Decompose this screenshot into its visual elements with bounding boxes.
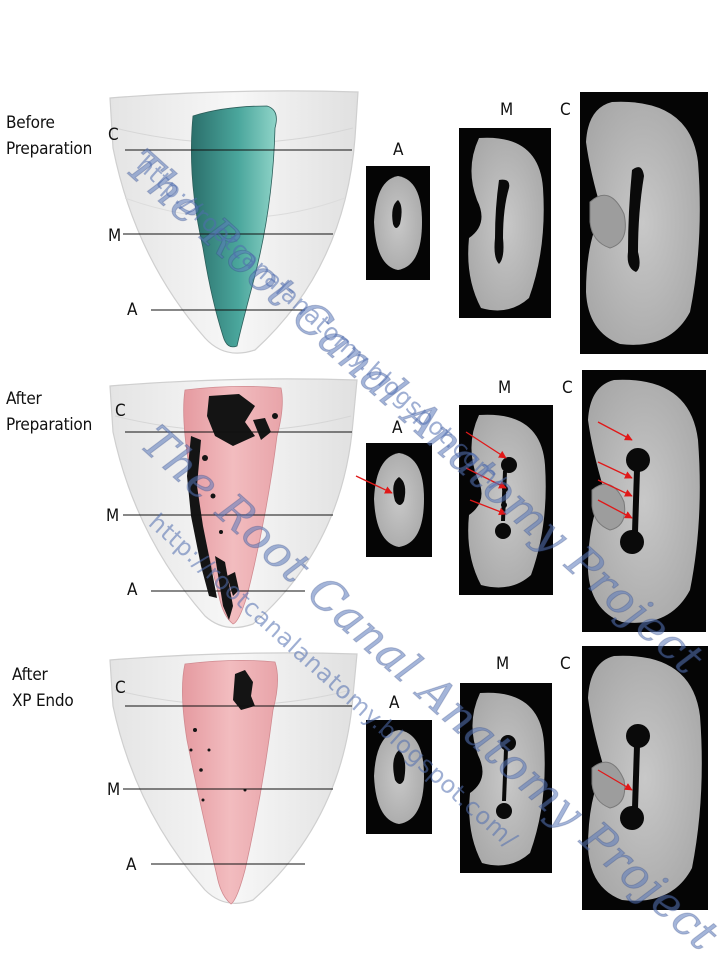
ct-slice-coronal-after-prep bbox=[582, 370, 706, 632]
row-title-after-prep: After Preparation bbox=[6, 386, 92, 438]
slice-label-a: A bbox=[393, 140, 404, 160]
level-label-c: C bbox=[115, 401, 126, 421]
unprepared-areas bbox=[189, 670, 255, 802]
arrow-icon bbox=[465, 431, 507, 459]
arrow-icon bbox=[597, 461, 633, 479]
slice-label-c: C bbox=[560, 100, 571, 120]
level-label-a: A bbox=[126, 855, 137, 875]
level-label-c: C bbox=[108, 125, 119, 145]
arrow-icon bbox=[597, 769, 633, 791]
arrow-icon bbox=[597, 499, 633, 519]
slice-label-m: M bbox=[496, 654, 509, 674]
root-canal-teal bbox=[190, 105, 277, 348]
row-title-line1: After bbox=[6, 389, 42, 409]
arrow-icon bbox=[465, 467, 507, 489]
arrow-icon bbox=[355, 475, 393, 494]
tooth-3d-after-xp bbox=[109, 652, 358, 905]
row-title-before: Before Preparation bbox=[6, 110, 92, 162]
level-label-m: M bbox=[107, 780, 120, 800]
ct-slice-apical-after-xp bbox=[366, 720, 432, 834]
ct-slice-middle-after-prep bbox=[459, 405, 553, 595]
slice-label-c: C bbox=[560, 654, 571, 674]
slice-label-c: C bbox=[562, 378, 573, 398]
level-label-m: M bbox=[106, 506, 119, 526]
slice-label-m: M bbox=[498, 378, 511, 398]
slice-label-a: A bbox=[392, 418, 403, 438]
ct-slice-apical-before bbox=[366, 166, 430, 280]
ct-slice-middle-after-xp bbox=[460, 683, 552, 873]
level-label-a: A bbox=[127, 580, 138, 600]
row-title-after-xp: After XP Endo bbox=[12, 662, 74, 714]
arrow-icon bbox=[597, 479, 633, 497]
root-canal-pink bbox=[182, 660, 278, 905]
row-title-line2: Preparation bbox=[6, 139, 93, 159]
ct-slice-apical-after-prep bbox=[366, 443, 432, 557]
row-title-line1: After bbox=[12, 665, 48, 685]
level-label-c: C bbox=[115, 678, 126, 698]
ct-slice-coronal-after-xp bbox=[582, 646, 708, 910]
level-label-a: A bbox=[127, 300, 138, 320]
ct-slice-coronal-before bbox=[580, 92, 708, 354]
unprepared-areas bbox=[187, 394, 278, 620]
tooth-3d-after-prep bbox=[109, 378, 358, 629]
slice-label-m: M bbox=[500, 100, 513, 120]
arrow-icon bbox=[469, 499, 507, 516]
ct-slice-middle-before bbox=[459, 128, 551, 318]
row-title-line2: XP Endo bbox=[12, 691, 74, 711]
slice-label-a: A bbox=[389, 693, 400, 713]
tooth-3d-before bbox=[109, 90, 359, 354]
arrow-icon bbox=[597, 421, 633, 441]
row-title-line1: Before bbox=[6, 113, 55, 133]
level-label-m: M bbox=[108, 226, 121, 246]
row-title-line2: Preparation bbox=[6, 415, 93, 435]
